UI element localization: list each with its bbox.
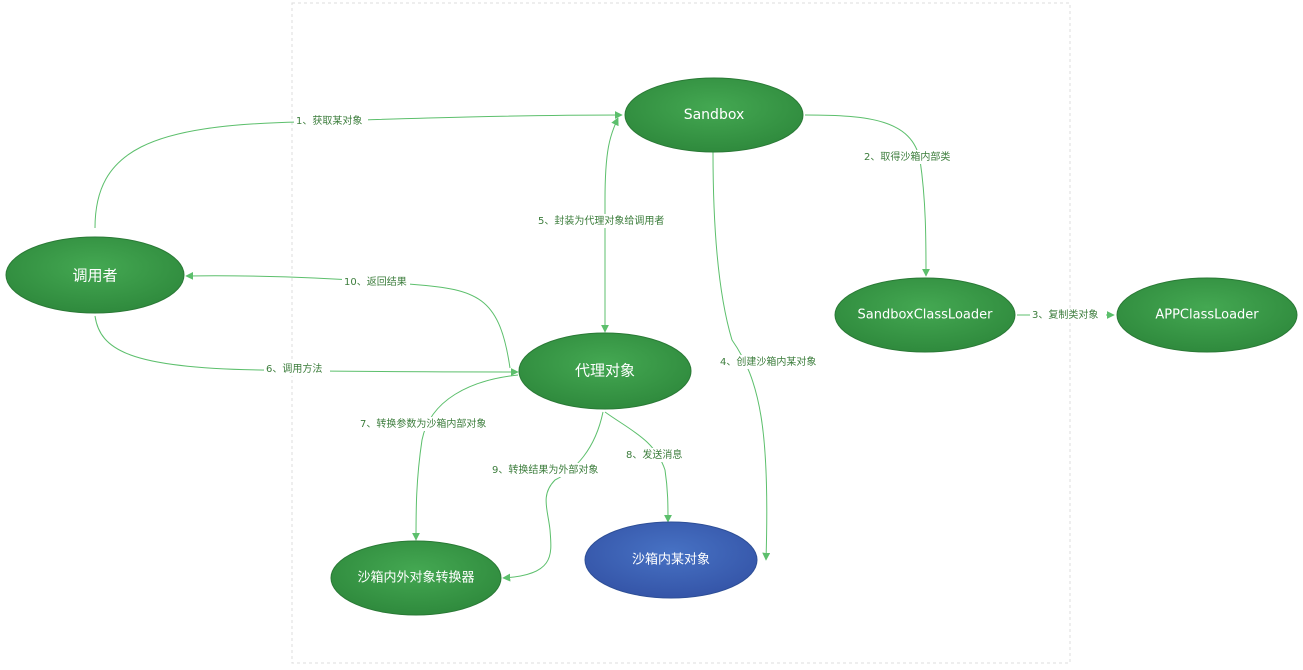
node-sandbox-classloader[interactable]: SandboxClassLoader [834, 277, 1016, 353]
svg-text:2、取得沙箱内部类: 2、取得沙箱内部类 [864, 150, 950, 163]
svg-text:4、创建沙箱内某对象: 4、创建沙箱内某对象 [720, 355, 816, 368]
edge-label-10: 10、返回结果 [342, 275, 410, 289]
edge-label-2: 2、取得沙箱内部类 [862, 150, 958, 164]
node-proxy-label: 代理对象 [575, 362, 635, 380]
node-proxy[interactable]: 代理对象 [518, 332, 692, 410]
svg-text:1、获取某对象: 1、获取某对象 [296, 114, 362, 127]
edge-label-8: 8、发送消息 [624, 448, 690, 462]
node-caller[interactable]: 调用者 [5, 236, 185, 314]
svg-text:8、发送消息: 8、发送消息 [626, 448, 682, 461]
svg-text:3、复制类对象: 3、复制类对象 [1032, 308, 1098, 321]
node-app-classloader[interactable]: APPClassLoader [1116, 277, 1298, 353]
svg-text:10、返回结果: 10、返回结果 [344, 275, 407, 288]
edge-4 [712, 151, 771, 561]
edge-label-3: 3、复制类对象 [1030, 308, 1106, 322]
edge-5 [601, 117, 619, 333]
node-inner-object[interactable]: 沙箱内某对象 [584, 521, 758, 599]
edge-8 [604, 411, 672, 523]
edge-2 [804, 114, 930, 277]
node-app-classloader-label: APPClassLoader [1155, 308, 1259, 323]
edge-label-7: 7、转换参数为沙箱内部对象 [358, 417, 498, 431]
node-converter-label: 沙箱内外对象转换器 [357, 570, 474, 586]
svg-text:6、调用方法: 6、调用方法 [266, 362, 322, 375]
edge-10 [185, 271, 511, 369]
node-sandbox-classloader-label: SandboxClassLoader [858, 308, 994, 323]
edge-label-5: 5、封装为代理对象给调用者 [536, 214, 676, 228]
edge-7 [412, 374, 519, 541]
edge-9 [502, 411, 604, 582]
edge-label-1: 1、获取某对象 [294, 114, 368, 128]
node-sandbox-label: Sandbox [684, 107, 745, 123]
svg-text:7、转换参数为沙箱内部对象: 7、转换参数为沙箱内部对象 [360, 417, 486, 430]
node-sandbox[interactable]: Sandbox [624, 77, 804, 153]
edge-label-4: 4、创建沙箱内某对象 [718, 355, 826, 369]
svg-text:5、封装为代理对象给调用者: 5、封装为代理对象给调用者 [538, 214, 664, 227]
node-converter[interactable]: 沙箱内外对象转换器 [330, 540, 502, 616]
node-inner-object-label: 沙箱内某对象 [632, 552, 710, 568]
sandbox-boundary [291, 2, 1071, 664]
edge-1 [94, 111, 623, 229]
svg-text:9、转换结果为外部对象: 9、转换结果为外部对象 [492, 463, 598, 476]
edge-6 [94, 315, 519, 376]
edge-label-6: 6、调用方法 [264, 362, 330, 376]
node-caller-label: 调用者 [72, 267, 117, 285]
edge-label-9: 9、转换结果为外部对象 [490, 463, 608, 477]
